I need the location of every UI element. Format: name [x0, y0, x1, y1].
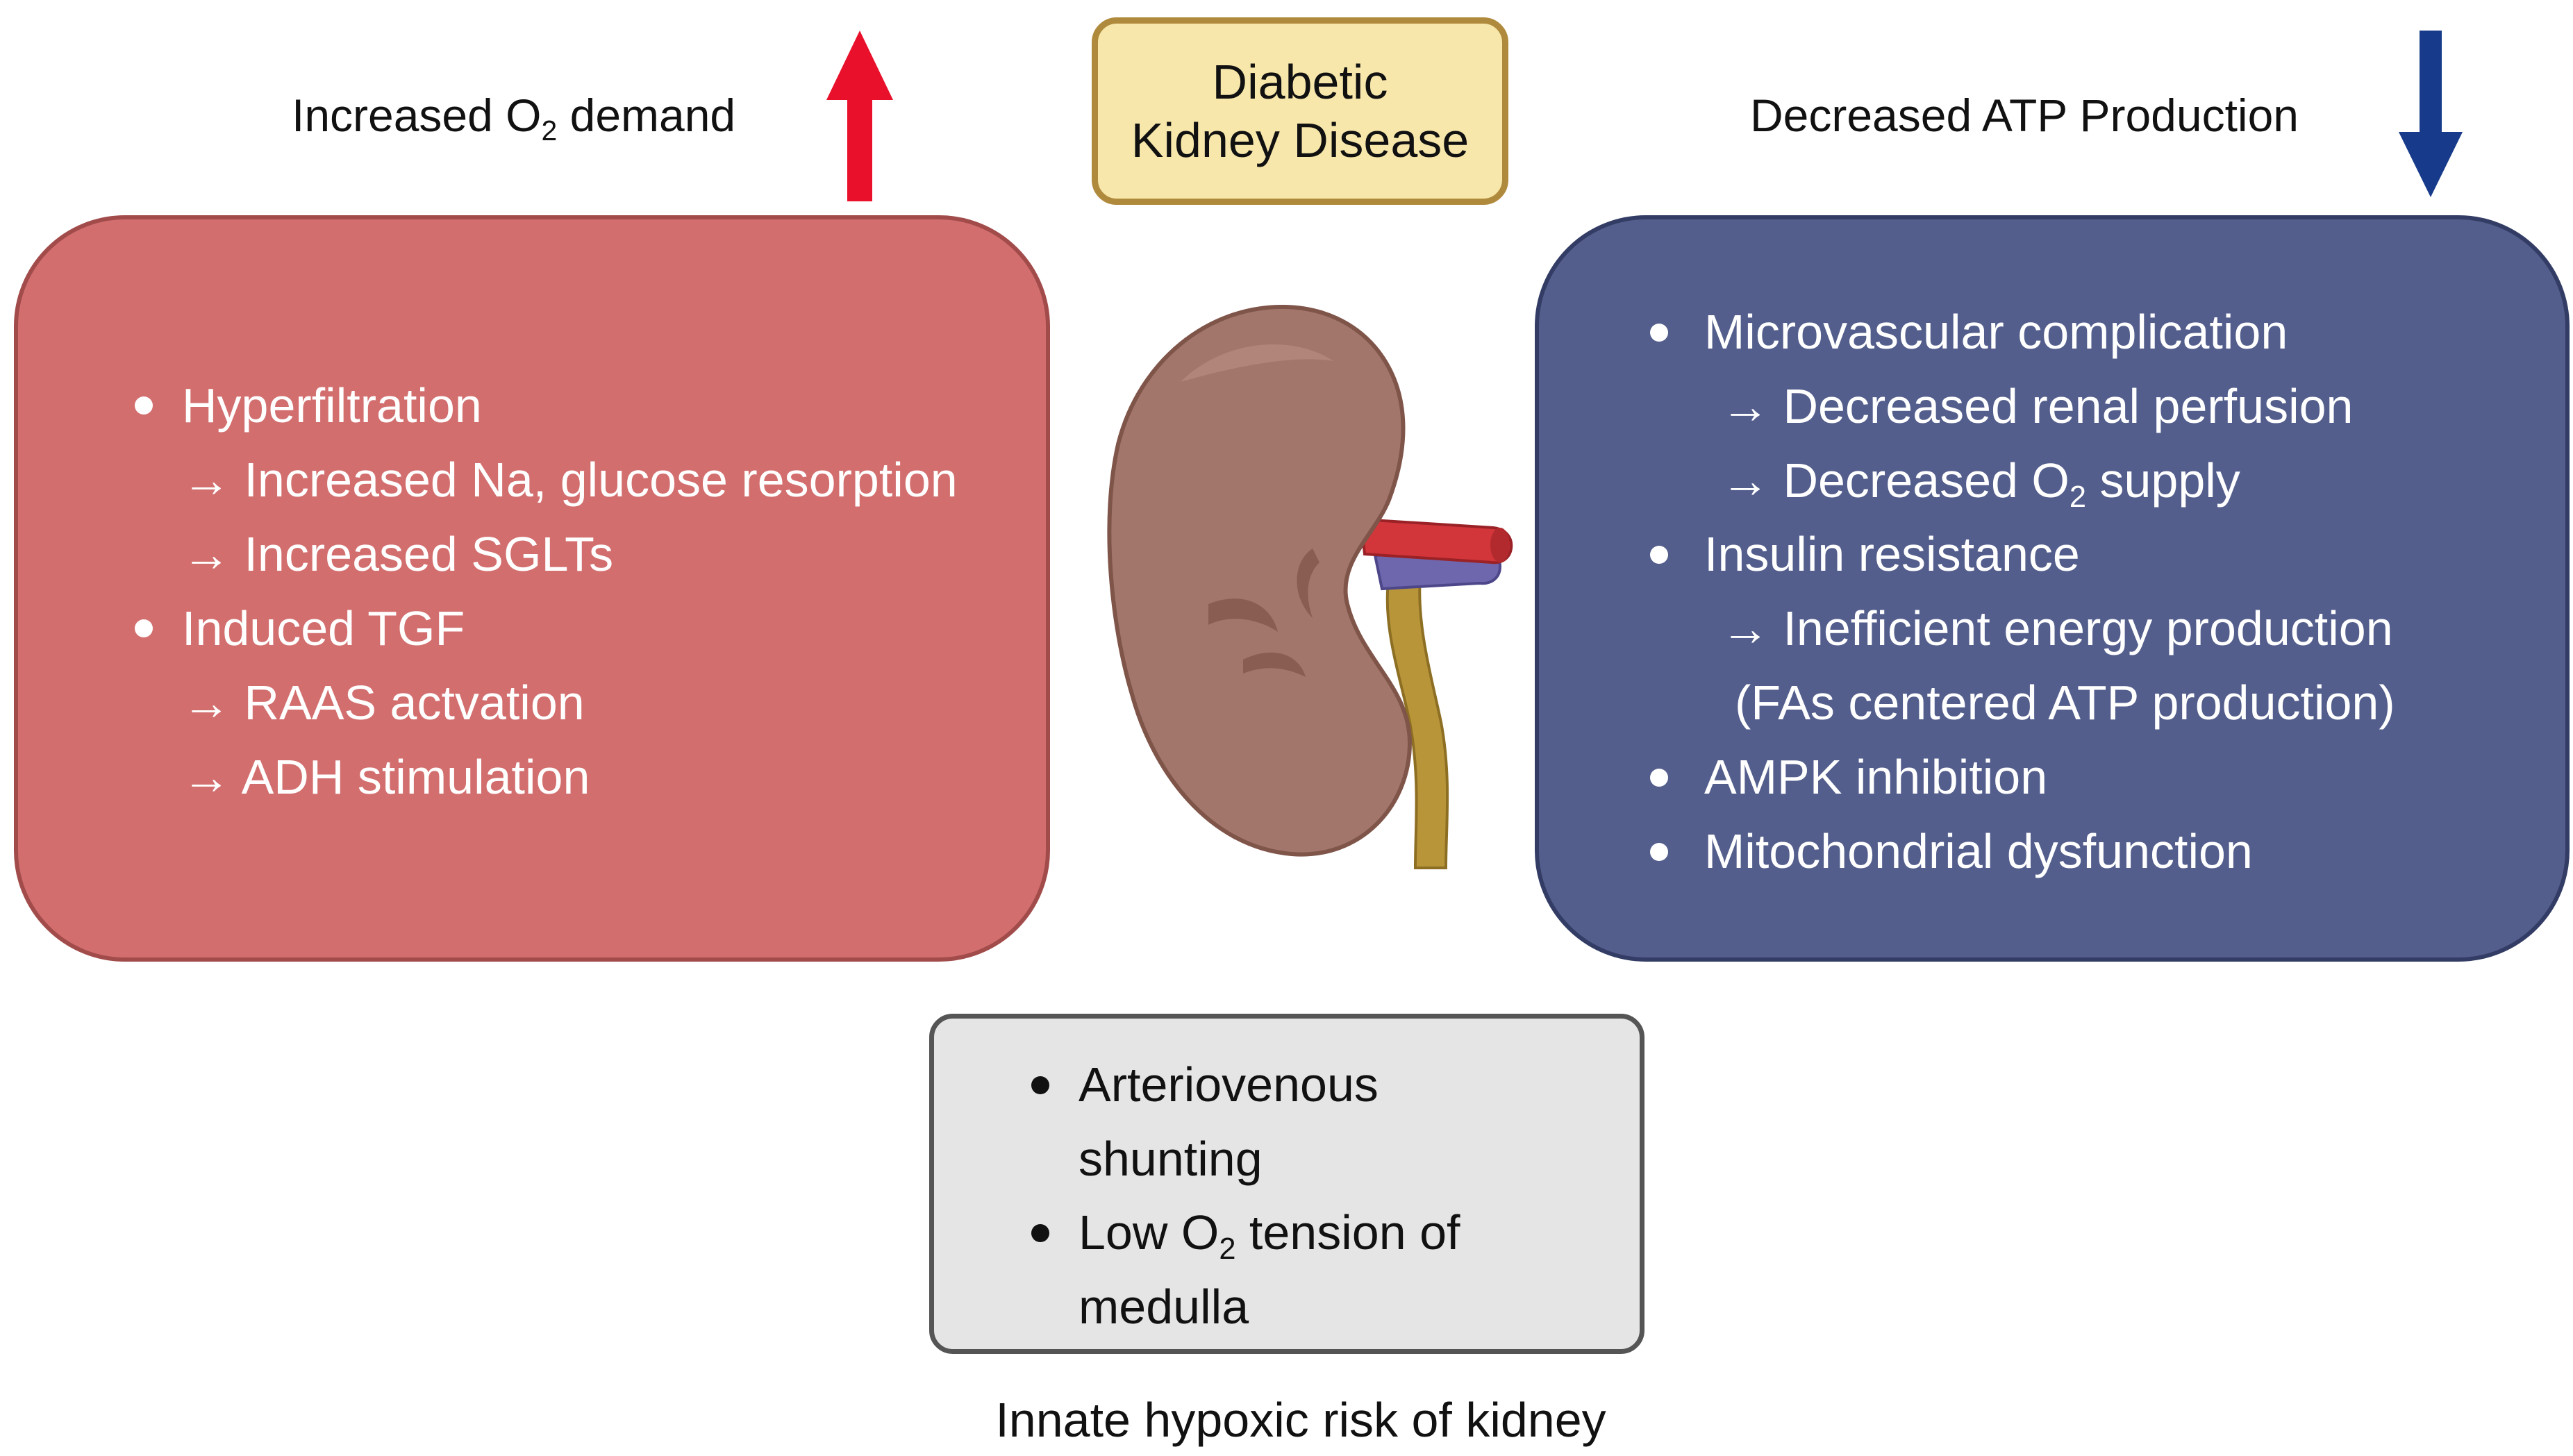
subscript: 2: [1219, 1232, 1236, 1266]
increased-o2-demand-label: Increased O2 demand: [292, 87, 735, 149]
list-item: → Decreased renal perfusion: [1721, 379, 2354, 433]
list-item: Arteriovenous: [1079, 1057, 1379, 1112]
list-item: → Increased Na, glucose resorption: [182, 453, 958, 507]
list-item: shunting: [1079, 1132, 1263, 1186]
bullet: [1650, 843, 1668, 861]
bullet: [1650, 546, 1668, 564]
subscript: 2: [2069, 480, 2087, 514]
list-item: Insulin resistance: [1704, 527, 2080, 581]
list-item-text: Low O: [1079, 1205, 1219, 1260]
innate-hypoxic-risk-panel: Arteriovenous shunting Low O2 tension of…: [929, 1014, 1644, 1354]
bullet: [1650, 769, 1668, 787]
title-line-2: Kidney Disease: [1131, 113, 1469, 167]
increased-demand-panel: Hyperfiltration → Increased Na, glucose …: [14, 215, 1050, 962]
list-item: Hyperfiltration: [182, 378, 482, 433]
list-item: (FAs centered ATP production): [1735, 676, 2395, 730]
kidney-icon: [1107, 304, 1513, 869]
caption: Innate hypoxic risk of kidney: [995, 1393, 1606, 1447]
down-arrow-icon: [2399, 31, 2463, 197]
up-arrow-icon: [826, 31, 893, 201]
list-item: → Decreased O2 supply: [1721, 453, 2240, 515]
list-item: Induced TGF: [182, 601, 465, 655]
list-item: Mitochondrial dysfunction: [1704, 824, 2253, 878]
title-line-1: Diabetic: [1212, 55, 1388, 109]
bullet: [135, 619, 153, 637]
list-item-text: supply: [2086, 453, 2240, 508]
bullet: [1031, 1076, 1049, 1094]
label-text: Increased O: [292, 90, 542, 141]
list-item-text: tension of: [1235, 1205, 1460, 1260]
bullet: [135, 396, 153, 415]
list-item: → ADH stimulation: [182, 750, 590, 804]
decreased-atp-production-label: Decreased ATP Production: [1750, 90, 2299, 141]
list-item: Low O2 tension of: [1079, 1205, 1460, 1267]
decreased-atp-panel: Microvascular complication → Decreased r…: [1535, 215, 2570, 962]
list-item: → RAAS actvation: [182, 676, 585, 730]
list-item: medulla: [1079, 1280, 1249, 1334]
list-item-text: → Decreased O: [1721, 453, 2070, 508]
bullet: [1650, 324, 1668, 342]
title-box: Diabetic Kidney Disease: [1092, 17, 1508, 205]
list-item: Microvascular complication: [1704, 305, 2288, 359]
subscript: 2: [541, 115, 558, 147]
bullet: [1031, 1224, 1049, 1242]
list-item: → Inefficient energy production: [1721, 601, 2393, 655]
label-text: demand: [557, 90, 736, 141]
list-item: → Increased SGLTs: [182, 527, 614, 581]
list-item: AMPK inhibition: [1704, 750, 2048, 804]
